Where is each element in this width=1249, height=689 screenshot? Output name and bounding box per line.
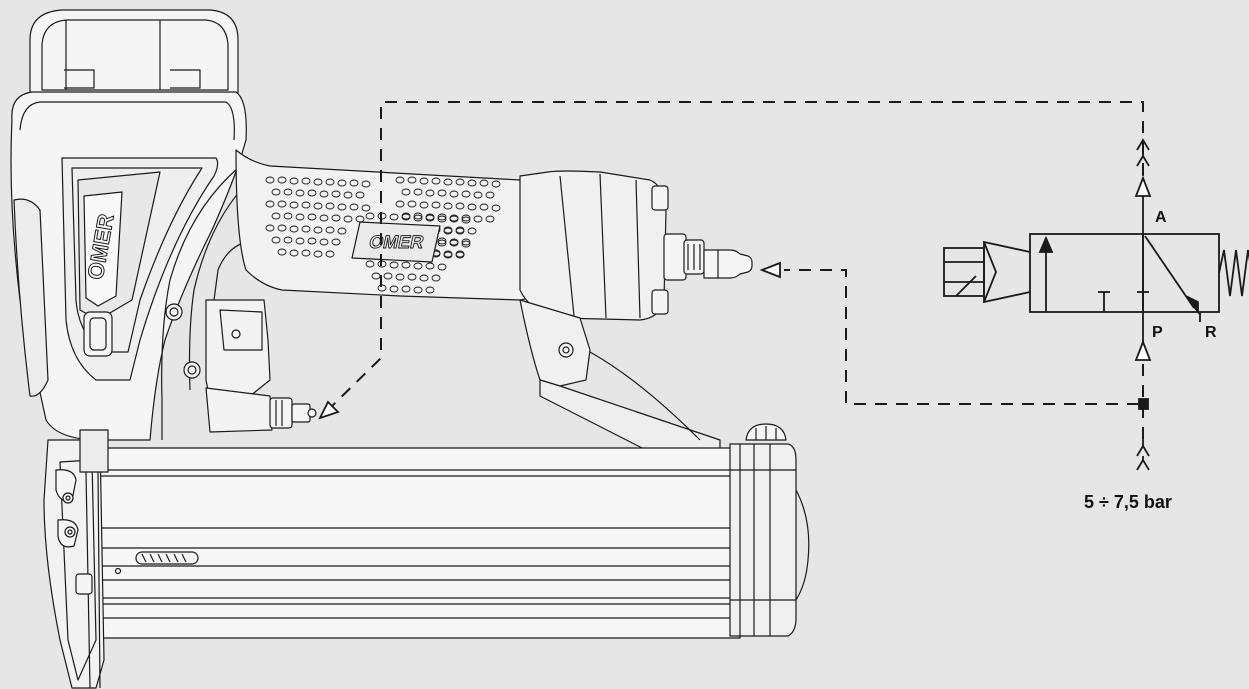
port-a-label: A	[1155, 209, 1167, 226]
air-inlet-fitting	[664, 234, 752, 280]
brand-logo: OMER	[78, 172, 160, 320]
port-r-label: R	[1205, 324, 1217, 341]
directional-valve-symbol	[943, 138, 1249, 471]
nailer-tool: OMER OMER	[11, 10, 809, 688]
tool-body-inner-curve	[20, 102, 234, 140]
tool-trigger-housing	[520, 300, 590, 386]
supply-tee	[1138, 398, 1149, 410]
quick-coupling-bottom	[1136, 430, 1150, 471]
tool-top-cap-inner	[42, 20, 228, 90]
tool-arc-guard	[162, 168, 238, 440]
svg-text:OMER: OMER	[367, 232, 425, 252]
pressure-label: 5 ÷ 7,5 bar	[1084, 492, 1172, 512]
magazine-end-cap	[730, 424, 809, 636]
quick-coupling-top	[1136, 138, 1150, 176]
valve-spring	[1218, 249, 1249, 297]
port-p-arrow	[1134, 339, 1152, 361]
port-p-label: P	[1152, 324, 1163, 341]
arrow-to-inlet	[759, 261, 781, 279]
secondary-air-connector	[206, 388, 316, 432]
handle-dot-texture	[266, 176, 501, 294]
tool-nose	[44, 430, 108, 688]
arrow-to-secondary-inlet	[318, 400, 340, 420]
port-a-arrow	[1134, 175, 1152, 197]
tool-magazine	[100, 448, 740, 638]
tool-end-cap	[520, 171, 666, 320]
tool-support-bar	[540, 380, 720, 452]
air-line-supply-to-inlet	[784, 269, 1139, 405]
valve-actuator	[983, 240, 1031, 304]
tool-side-grip	[14, 199, 48, 396]
valve-box-right	[1142, 233, 1220, 313]
tool-vent	[84, 312, 112, 356]
air-line-a-to-tool	[329, 101, 1144, 409]
